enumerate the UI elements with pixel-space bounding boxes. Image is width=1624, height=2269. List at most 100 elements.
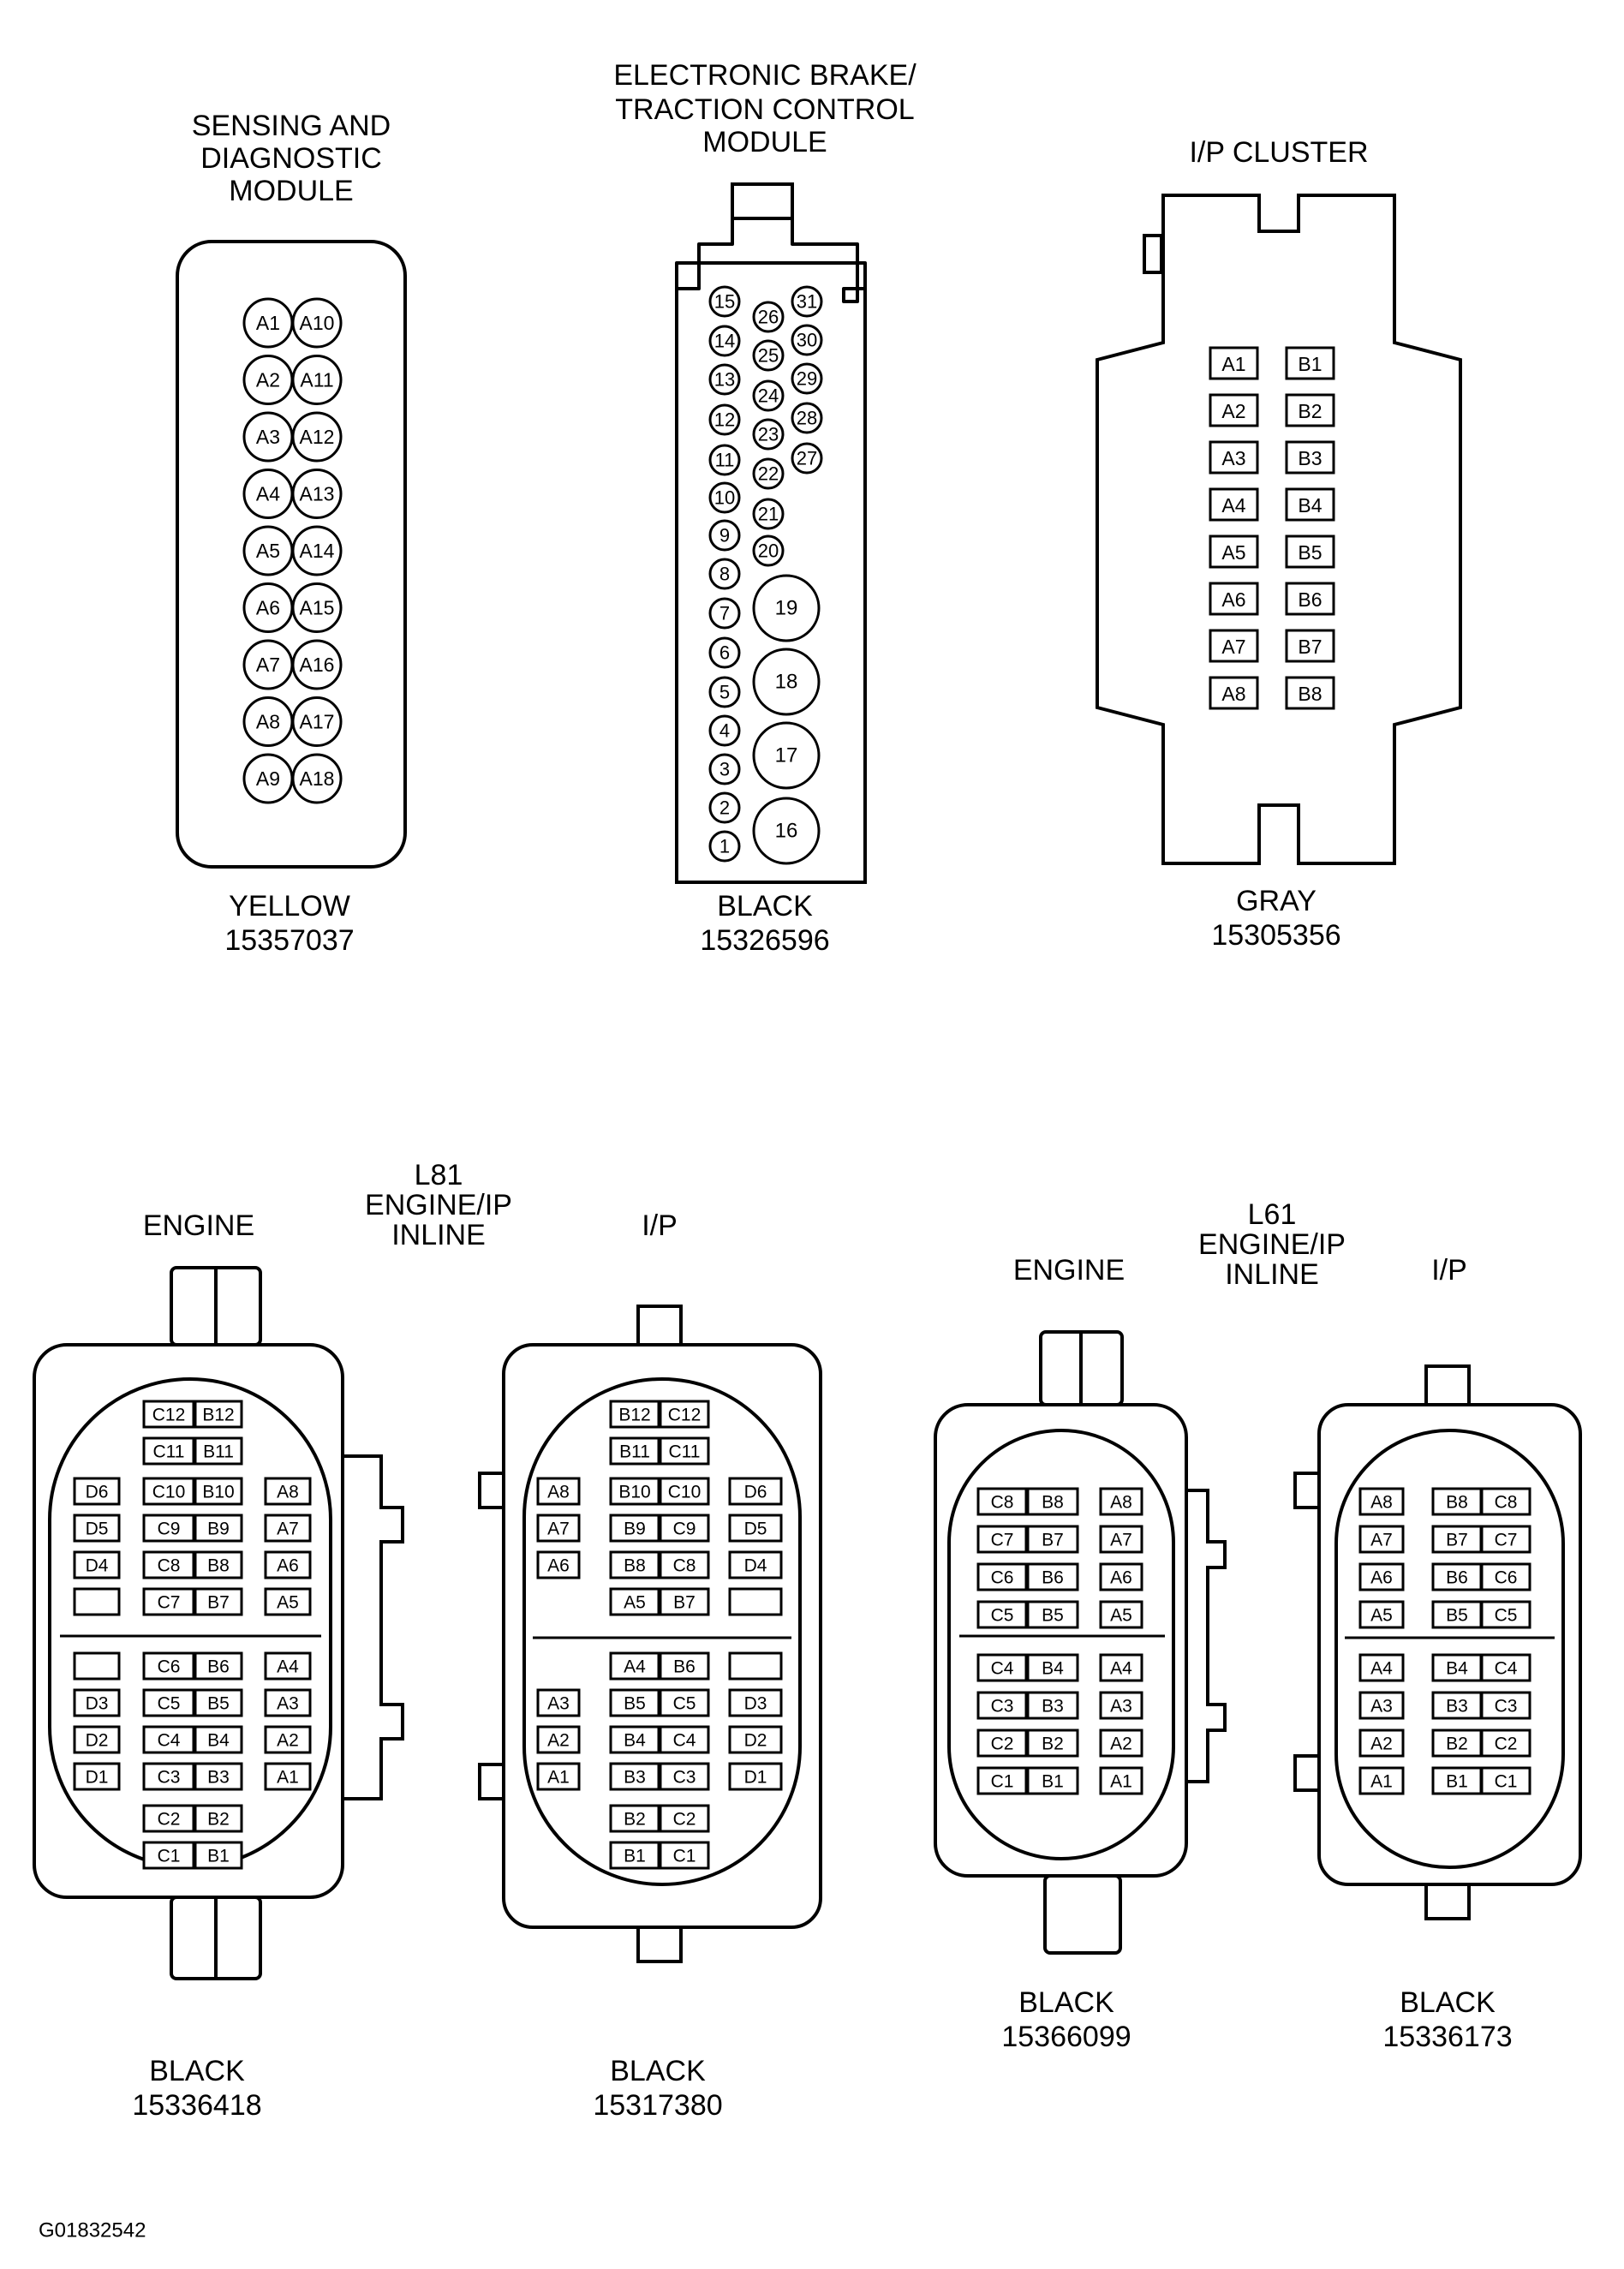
pin-label: D2 — [86, 1731, 109, 1751]
pin-cavity — [1026, 1562, 1079, 1591]
ip-cluster-housing — [1096, 194, 1462, 865]
pin-cavity — [194, 1400, 243, 1429]
pin-label: B4 — [207, 1731, 230, 1751]
pin-cavity — [708, 676, 741, 708]
pin-label: 8 — [719, 564, 730, 585]
sdm-color-label: YELLOW — [229, 890, 350, 923]
pin-cavity — [1358, 1653, 1405, 1682]
pin-cavity — [791, 442, 823, 475]
pin-label: C2 — [1495, 1735, 1518, 1754]
pin-cavity — [752, 498, 785, 530]
pin-label: B8 — [624, 1556, 646, 1576]
pin-cavity — [609, 1725, 660, 1754]
pin-label: B5 — [207, 1694, 230, 1714]
pin-cavity — [1099, 1653, 1143, 1682]
pin-label: A2 — [1110, 1735, 1132, 1754]
ip-cluster-tab — [1143, 234, 1163, 274]
pin-cavity — [976, 1729, 1028, 1758]
sdm-part-number: 15357037 — [224, 924, 354, 957]
pin-label: B6 — [1446, 1568, 1468, 1588]
pin-label: A1 — [277, 1768, 299, 1788]
pin-label: A3 — [1110, 1697, 1132, 1717]
l81-engine-part-number: 15336418 — [132, 2089, 261, 2122]
l61-ip-latch-top — [1424, 1364, 1471, 1406]
pin-cavity — [1480, 1487, 1531, 1516]
pin-label: A2 — [277, 1731, 299, 1751]
pin-label: C8 — [1495, 1493, 1518, 1513]
pin-cavity — [142, 1550, 195, 1579]
pin-label: B8 — [207, 1556, 230, 1576]
pin-label: C8 — [991, 1493, 1014, 1513]
pin-label: B6 — [1042, 1568, 1064, 1588]
l81-group-title: L81 — [415, 1159, 463, 1191]
pin-label: A16 — [300, 654, 335, 676]
pin-cavity — [976, 1691, 1028, 1720]
pin-label: B3 — [1446, 1697, 1468, 1717]
pin-label: B5 — [1298, 541, 1322, 564]
pin-cavity — [1431, 1729, 1483, 1758]
pin-cavity — [1209, 629, 1259, 663]
pin-label: B2 — [1298, 400, 1322, 422]
pin-cavity — [728, 1762, 783, 1791]
pin-cavity — [1026, 1766, 1079, 1795]
pin-label: C6 — [991, 1568, 1014, 1588]
pin-cavity — [291, 582, 343, 633]
pin-cavity — [1099, 1600, 1143, 1629]
pin-cavity — [1099, 1691, 1143, 1720]
pin-cavity — [536, 1550, 581, 1579]
pin-label: A1 — [1221, 353, 1245, 375]
pin-cavity — [609, 1762, 660, 1791]
pin-cavity — [1480, 1562, 1531, 1591]
pin-label: C4 — [158, 1731, 181, 1751]
pin-cavity — [659, 1762, 710, 1791]
l81-ip-latch-bottom — [636, 1926, 683, 1963]
pin-label: A6 — [1110, 1568, 1132, 1588]
pin-label: B4 — [1298, 494, 1322, 516]
pin-cavity — [791, 362, 823, 395]
pin-label: A18 — [300, 767, 335, 790]
pin-cavity — [73, 1651, 121, 1681]
pin-cavity — [1358, 1729, 1405, 1758]
pin-cavity — [291, 525, 343, 576]
ip-cluster-part-number: 15305356 — [1211, 919, 1340, 952]
pin-cavity — [659, 1651, 710, 1681]
pin-label: A5 — [1110, 1606, 1132, 1626]
pin-cavity — [1099, 1525, 1143, 1554]
pin-cavity — [1431, 1600, 1483, 1629]
pin-cavity — [1026, 1729, 1079, 1758]
pin-label: A5 — [277, 1593, 299, 1613]
pin-cavity — [142, 1400, 195, 1429]
pin-label: A5 — [256, 540, 280, 562]
pin-cavity — [194, 1587, 243, 1616]
pin-cavity — [264, 1550, 312, 1579]
pin-label: 25 — [758, 345, 779, 367]
pin-cavity — [659, 1725, 710, 1754]
pin-cavity — [1099, 1562, 1143, 1591]
pin-cavity — [1285, 629, 1335, 663]
pin-cavity — [264, 1762, 312, 1791]
pin-cavity — [1480, 1600, 1531, 1629]
pin-cavity — [291, 696, 343, 747]
pin-label: B11 — [619, 1442, 650, 1462]
pin-cavity — [142, 1725, 195, 1754]
pin-label: C7 — [1495, 1531, 1518, 1550]
l61-engine-latch-bottom — [1043, 1874, 1122, 1955]
l61-ip-seal — [1334, 1429, 1565, 1869]
pin-label: C1 — [673, 1847, 696, 1866]
pin-cavity — [194, 1688, 243, 1717]
pin-label: C5 — [158, 1694, 181, 1714]
pin-cavity — [73, 1762, 121, 1791]
pin-label: A7 — [547, 1520, 570, 1539]
pin-label: C3 — [991, 1697, 1014, 1717]
pin-label: B7 — [1298, 636, 1322, 658]
pin-label: 29 — [797, 368, 817, 390]
pin-cavity — [609, 1841, 660, 1870]
pin-cavity — [1026, 1653, 1079, 1682]
pin-cavity — [976, 1653, 1028, 1682]
pin-cavity — [142, 1762, 195, 1791]
l81-group-title: INLINE — [391, 1219, 486, 1251]
pin-cavity — [1480, 1729, 1531, 1758]
pin-label: A10 — [300, 312, 335, 334]
pin-cavity — [609, 1688, 660, 1717]
pin-cavity — [728, 1550, 783, 1579]
